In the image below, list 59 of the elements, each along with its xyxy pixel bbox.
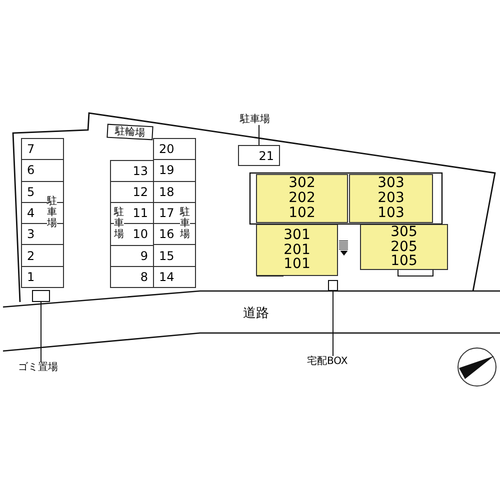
callout-text: 宅配BOX: [307, 356, 348, 367]
room-number: 103: [378, 206, 404, 221]
room-number: 102: [288, 206, 316, 221]
leader-line: [40, 302, 42, 362]
parking-space: [110, 266, 154, 288]
building-block: [349, 174, 433, 223]
space-number: 18: [158, 186, 176, 198]
building-block: [360, 224, 448, 270]
room-number: 303: [378, 176, 404, 192]
parking-space: [110, 160, 154, 182]
space-number: 8: [139, 271, 149, 284]
callout-text: ゴミ置場: [18, 362, 58, 373]
parking-space: [153, 266, 196, 288]
space-number: 4: [26, 206, 36, 219]
space-number: 20: [158, 143, 176, 156]
space-number: 11: [132, 207, 149, 220]
room-number: 105: [390, 254, 418, 270]
road-label: 道路: [243, 305, 269, 322]
space-number: 17: [158, 206, 176, 219]
parking-space: [21, 138, 64, 160]
space-number: 21: [258, 150, 275, 162]
room-number: 203: [378, 191, 404, 206]
storage-box: [328, 280, 338, 291]
space-number: 2: [26, 250, 36, 262]
room-number: 201: [284, 242, 310, 258]
storage-box: [32, 290, 50, 302]
leader-line: [258, 124, 260, 146]
room-number: 305: [390, 224, 418, 240]
parking-space: [153, 138, 196, 160]
room-number: 101: [284, 257, 310, 272]
space-number: 7: [26, 143, 36, 156]
parking-space: [21, 244, 64, 267]
parking-space: [21, 266, 64, 288]
space-number: 19: [158, 164, 176, 176]
area-label: 駐車場: [114, 207, 124, 240]
room-number: 301: [284, 228, 310, 243]
space-number: 9: [139, 250, 149, 262]
space-number: 12: [132, 186, 149, 198]
room-number: 302: [288, 176, 316, 192]
space-number: 13: [132, 164, 149, 177]
parking-space: [238, 145, 280, 166]
space-number: 14: [158, 270, 176, 283]
leader-line: [332, 290, 334, 356]
area-label: 駐車場: [180, 207, 190, 240]
space-number: 3: [26, 228, 36, 240]
space-number: 6: [26, 164, 36, 176]
space-number: 15: [158, 250, 176, 262]
building-block: [256, 174, 348, 223]
area-label: 駐車場: [47, 196, 57, 229]
callout-text: 駐車場: [240, 114, 270, 125]
space-number: 16: [158, 228, 176, 240]
space-number: 1: [26, 270, 36, 283]
bicycle-parking-sign: 駐輪場: [106, 124, 154, 140]
room-number: 202: [288, 191, 316, 206]
parking-space: [21, 159, 64, 182]
space-number: 5: [26, 186, 36, 198]
space-number: 10: [132, 228, 149, 240]
room-number: 205: [390, 240, 418, 254]
building-block: [256, 224, 338, 276]
